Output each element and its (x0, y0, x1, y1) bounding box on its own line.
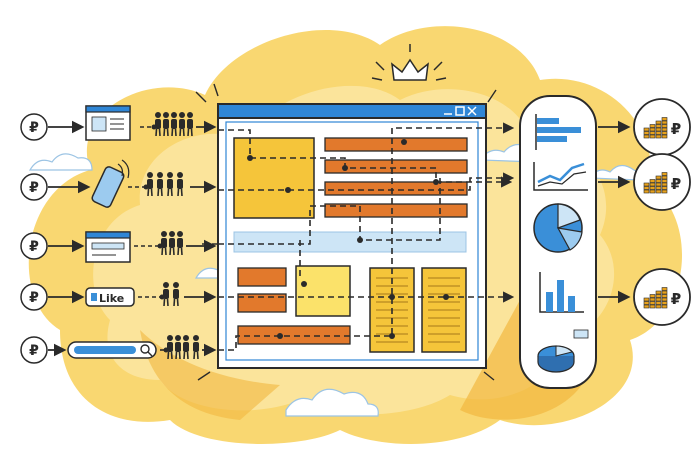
website-icon (85, 105, 131, 141)
ruble-sign-icon: ₽ (20, 232, 48, 260)
browser-window-icon (85, 231, 131, 263)
pie-chart-3d-icon (537, 329, 589, 373)
source-row: ₽ (20, 335, 217, 364)
source-row: ₽ (20, 231, 217, 260)
search-bar-icon (67, 341, 157, 359)
source-row: ₽ (20, 172, 217, 201)
people-group-icon (147, 172, 183, 197)
window-sparkles (195, 83, 497, 381)
currency-symbol: ₽ (671, 120, 681, 138)
coin-stack-ruble-icon: ₽ (633, 268, 691, 326)
source-row: ₽ (20, 282, 217, 311)
content-block-pale-yellow (295, 265, 351, 317)
people-group-icon (163, 282, 179, 307)
pie-chart-icon (533, 203, 583, 253)
line-chart-icon (533, 162, 588, 191)
currency-symbol: ₽ (29, 290, 39, 306)
currency-symbol: ₽ (29, 239, 39, 255)
ruble-sign-icon: ₽ (20, 173, 48, 201)
currency-symbol: ₽ (671, 175, 681, 193)
currency-symbol: ₽ (29, 343, 39, 359)
source-row: ₽ (20, 112, 217, 141)
horizontal-bar-chart-icon (535, 114, 581, 150)
coin-stack-ruble-icon: ₽ (633, 153, 691, 211)
vertical-bar-chart-icon (539, 272, 584, 313)
ruble-sign-icon: ₽ (20, 283, 48, 311)
flow-nodes (247, 139, 449, 339)
orange-bars-top (324, 137, 468, 218)
traffic-sources: ₽ ₽ ₽ ₽ ₽ (20, 112, 217, 364)
ruble-sign-icon: ₽ (20, 113, 48, 141)
content-block-yellow (233, 137, 315, 219)
coin-stacks: ₽ ₽ ₽ (633, 98, 691, 326)
currency-symbol: ₽ (671, 290, 681, 308)
orange-blocks-left (237, 267, 351, 345)
blue-banner (233, 231, 467, 253)
like-label: Like (99, 292, 124, 305)
people-group-icon (161, 231, 183, 256)
ruble-sign-icon: ₽ (20, 336, 48, 364)
crown-icon (371, 44, 447, 81)
coin-stack-ruble-icon: ₽ (633, 98, 691, 156)
people-group-icon (167, 335, 199, 360)
flow-paths (200, 122, 515, 351)
currency-symbol: ₽ (29, 120, 39, 136)
like-button-icon: Like (85, 287, 135, 307)
main-window (217, 103, 487, 369)
window-controls (444, 106, 477, 116)
smartphone-icon (91, 159, 130, 208)
output-arrows (598, 120, 631, 304)
people-group-icon (155, 112, 193, 137)
currency-symbol: ₽ (29, 180, 39, 196)
